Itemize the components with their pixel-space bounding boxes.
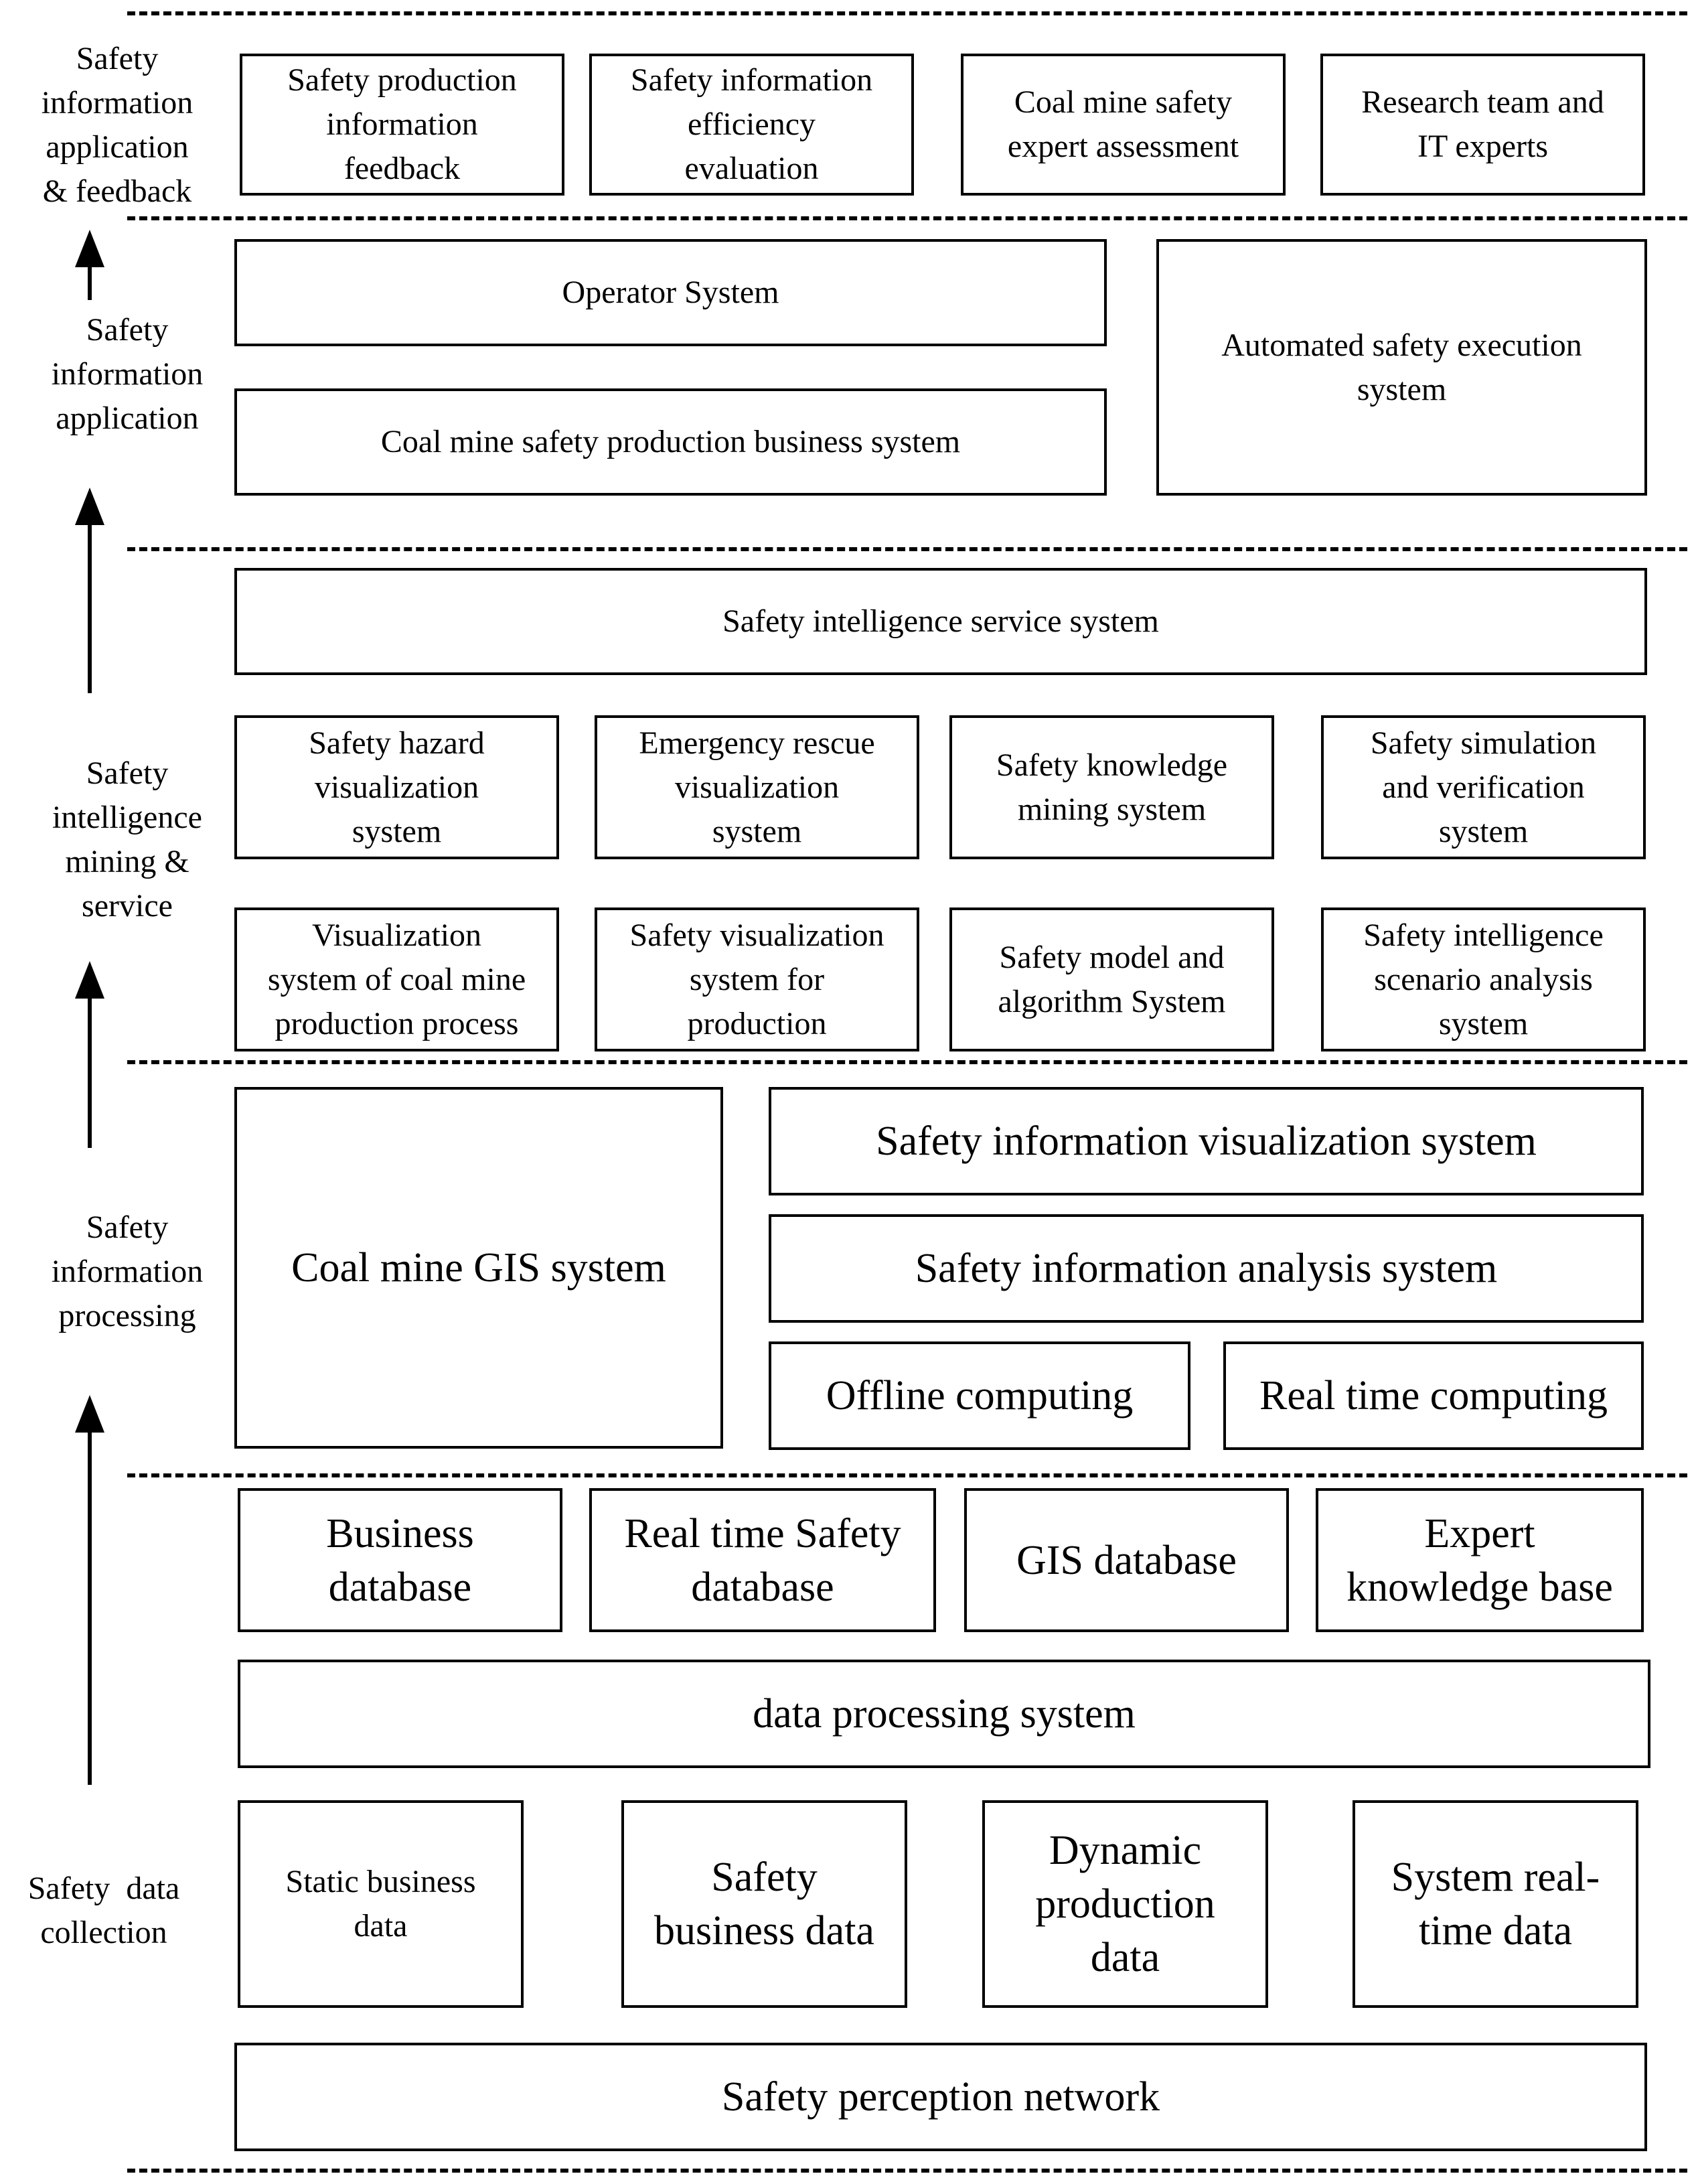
visualization-system-box: Safety information visualization system xyxy=(769,1087,1644,1195)
gis-system-label: Coal mine GIS system xyxy=(291,1245,666,1291)
realtime-computing-box: Real time computing xyxy=(1223,1341,1644,1450)
layer-separator xyxy=(127,547,1687,551)
mining-system-label: Emergency rescue visualization system xyxy=(639,725,875,849)
database-box: GIS database xyxy=(964,1488,1289,1632)
perception-network-box: Safety perception network xyxy=(234,2043,1647,2151)
feedback-box-label: Coal mine safety expert assessment xyxy=(1007,84,1239,164)
mining-system-box: Safety visualization system for producti… xyxy=(595,907,919,1051)
feedback-box-label: Safety information efficiency evaluation xyxy=(630,62,873,186)
layer-label-feedback: Safety information application & feedbac… xyxy=(41,41,194,209)
analysis-system-box: Safety information analysis system xyxy=(769,1214,1644,1323)
layer-label-processing: Safety information processing xyxy=(51,1210,204,1333)
mining-system-box: Safety simulation and verification syste… xyxy=(1321,715,1646,859)
mining-system-box: Visualization system of coal mine produc… xyxy=(234,907,559,1051)
offline-computing-label: Offline computing xyxy=(826,1373,1134,1418)
data-source-box: Dynamic production data xyxy=(982,1800,1268,2008)
mining-system-label: Safety model and algorithm System xyxy=(998,939,1226,1019)
data-processing-label: data processing system xyxy=(753,1691,1136,1737)
perception-network-label: Safety perception network xyxy=(721,2074,1160,2120)
intelligence-service-box: Safety intelligence service system xyxy=(234,568,1647,675)
mining-system-box: Safety model and algorithm System xyxy=(949,907,1274,1051)
offline-computing-box: Offline computing xyxy=(769,1341,1190,1450)
layer-label-application: Safety information application xyxy=(51,312,204,436)
database-label: GIS database xyxy=(1016,1537,1237,1583)
mining-system-box: Emergency rescue visualization system xyxy=(595,715,919,859)
up-arrow-icon xyxy=(75,488,104,693)
feedback-box: Safety information efficiency evaluation xyxy=(589,54,914,196)
data-source-box: System real- time data xyxy=(1353,1800,1638,2008)
realtime-computing-label: Real time computing xyxy=(1259,1373,1608,1418)
business-system-box: Coal mine safety production business sys… xyxy=(234,388,1107,496)
database-label: Real time Safety database xyxy=(624,1510,901,1610)
operator-system-label: Operator System xyxy=(562,275,779,310)
database-label: Expert knowledge base xyxy=(1346,1510,1613,1610)
automated-execution-box: Automated safety execution system xyxy=(1156,239,1647,496)
mining-system-label: Safety visualization system for producti… xyxy=(629,917,884,1041)
automated-execution-label: Automated safety execution system xyxy=(1221,327,1582,407)
mining-system-label: Safety simulation and verification syste… xyxy=(1370,725,1597,849)
mining-system-label: Safety intelligence scenario analysis sy… xyxy=(1363,917,1604,1041)
mining-system-box: Safety knowledge mining system xyxy=(949,715,1274,859)
data-source-box: Safety business data xyxy=(621,1800,907,2008)
up-arrow-icon xyxy=(75,961,104,1148)
layer-separator xyxy=(127,11,1687,15)
database-label: Business database xyxy=(326,1510,474,1610)
feedback-box: Safety production information feedback xyxy=(240,54,564,196)
up-arrow-icon xyxy=(75,1395,104,1785)
data-processing-box: data processing system xyxy=(238,1660,1650,1768)
layer-separator xyxy=(127,2169,1687,2173)
analysis-system-label: Safety information analysis system xyxy=(915,1246,1498,1291)
gis-system-box: Coal mine GIS system xyxy=(234,1087,723,1449)
mining-system-box: Safety intelligence scenario analysis sy… xyxy=(1321,907,1646,1051)
layer-separator xyxy=(127,1473,1687,1477)
data-source-label: Dynamic production data xyxy=(1035,1828,1215,1980)
database-box: Real time Safety database xyxy=(589,1488,936,1632)
layer-separator xyxy=(127,216,1687,220)
visualization-system-label: Safety information visualization system xyxy=(876,1118,1537,1164)
data-source-box: Static business data xyxy=(238,1800,524,2008)
mining-system-label: Safety knowledge mining system xyxy=(996,747,1228,827)
layer-label-mining: Safety intelligence mining & service xyxy=(52,755,202,924)
mining-system-box: Safety hazard visualization system xyxy=(234,715,559,859)
feedback-box: Research team and IT experts xyxy=(1320,54,1645,196)
database-box: Business database xyxy=(238,1488,562,1632)
database-box: Expert knowledge base xyxy=(1316,1488,1644,1632)
data-source-label: Safety business data xyxy=(654,1854,874,1954)
feedback-box-label: Research team and IT experts xyxy=(1361,84,1604,164)
up-arrow-icon xyxy=(75,230,104,300)
operator-system-box: Operator System xyxy=(234,239,1107,346)
mining-system-label: Visualization system of coal mine produc… xyxy=(267,917,526,1041)
mining-system-label: Safety hazard visualization system xyxy=(309,725,485,849)
layer-label-collection: Safety data collection xyxy=(27,1871,180,1950)
data-source-label: Static business data xyxy=(285,1864,476,1944)
feedback-box-label: Safety production information feedback xyxy=(287,62,517,186)
layer-separator xyxy=(127,1060,1687,1064)
data-source-label: System real- time data xyxy=(1391,1854,1600,1954)
feedback-box: Coal mine safety expert assessment xyxy=(961,54,1286,196)
business-system-label: Coal mine safety production business sys… xyxy=(380,424,961,459)
intelligence-service-label: Safety intelligence service system xyxy=(722,603,1159,639)
